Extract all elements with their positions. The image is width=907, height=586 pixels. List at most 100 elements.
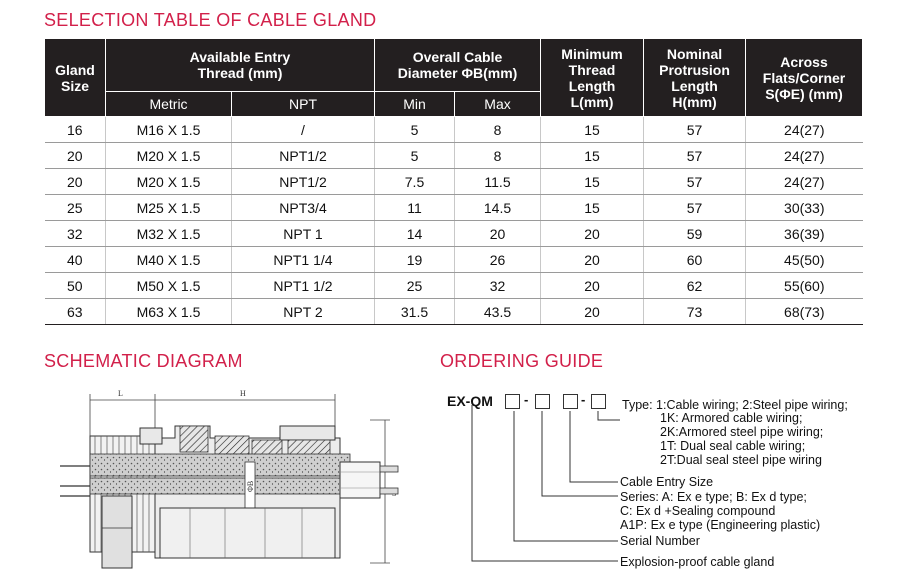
product-code-prefix: EX-QM	[447, 393, 493, 409]
code-separator: -	[581, 392, 586, 407]
cell-npt: /	[231, 116, 375, 143]
cell-metric: M40 X 1.5	[105, 246, 232, 273]
cell-flats: 24(27)	[745, 116, 863, 143]
dimension-b-label: ΦB	[246, 481, 255, 492]
cell-min: 5	[374, 116, 455, 143]
cell-protrusion: 57	[643, 116, 747, 143]
cell-npt: NPT1/2	[231, 168, 375, 195]
cell-size: 16	[44, 116, 106, 143]
cell-npt: NPT3/4	[231, 194, 375, 221]
cell-metric: M20 X 1.5	[105, 142, 232, 169]
header-metric: Metric	[105, 91, 232, 117]
cell-metric: M63 X 1.5	[105, 298, 232, 325]
cell-min: 7.5	[374, 168, 455, 195]
table-row: 20 M20 X 1.5 NPT1/2 5 8 15 57 24(27)	[44, 142, 863, 169]
cell-size: 40	[44, 246, 106, 273]
table-row: 16 M16 X 1.5 / 5 8 15 57 24(27)	[44, 116, 863, 143]
cell-metric: M25 X 1.5	[105, 194, 232, 221]
table-row: 20 M20 X 1.5 NPT1/2 7.5 11.5 15 57 24(27…	[44, 168, 863, 195]
cell-protrusion: 57	[643, 142, 747, 169]
cell-npt: NPT 2	[231, 298, 375, 325]
cell-size: 32	[44, 220, 106, 247]
table-row: 25 M25 X 1.5 NPT3/4 11 14.5 15 57 30(33)	[44, 194, 863, 221]
type-option-line: 1K: Armored cable wiring;	[660, 411, 803, 425]
cell-thread-length: 15	[540, 142, 645, 169]
dimension-h-label: H	[240, 389, 246, 398]
cell-flats: 55(60)	[745, 272, 863, 299]
table-row: 32 M32 X 1.5 NPT 1 14 20 20 59 36(39)	[44, 220, 863, 247]
cell-thread-length: 15	[540, 168, 645, 195]
cell-flats: 24(27)	[745, 142, 863, 169]
type-option-line: 2K:Armored steel pipe wiring;	[660, 425, 824, 439]
table-row: 63 M63 X 1.5 NPT 2 31.5 43.5 20 73 68(73…	[44, 298, 863, 325]
cell-thread-length: 15	[540, 116, 645, 143]
header-max: Max	[453, 91, 542, 117]
header-protrusion: Nominal Protrusion Length H(mm)	[643, 38, 747, 117]
cell-min: 31.5	[374, 298, 455, 325]
header-flats: Across Flats/Corner S(ΦE) (mm)	[745, 38, 864, 117]
cell-metric: M16 X 1.5	[105, 116, 232, 143]
cell-flats: 45(50)	[745, 246, 863, 273]
code-separator: -	[524, 392, 529, 407]
cable-gland-schematic: L H S ΦB	[60, 389, 399, 569]
cell-max: 8	[454, 142, 542, 169]
cell-min: 25	[374, 272, 455, 299]
cable-entry-size-label: Cable Entry Size	[620, 475, 714, 489]
header-thread: Available Entry Thread (mm)	[105, 38, 375, 92]
cell-min: 14	[374, 220, 455, 247]
cell-min: 11	[374, 194, 455, 221]
cell-size: 63	[44, 298, 106, 325]
cell-max: 26	[454, 246, 542, 273]
cell-npt: NPT1 1/4	[231, 246, 375, 273]
code-box-serial	[563, 394, 578, 409]
cell-size: 20	[44, 168, 106, 195]
product-name-label: Explosion-proof cable gland	[620, 555, 775, 569]
cell-thread-length: 15	[540, 194, 645, 221]
cell-thread-length: 20	[540, 298, 645, 325]
serial-number-label: Serial Number	[620, 534, 700, 548]
cell-npt: NPT1/2	[231, 142, 375, 169]
cell-max: 14.5	[454, 194, 542, 221]
type-option-line: Type: 1:Cable wiring; 2:Steel pipe wirin…	[622, 398, 848, 412]
type-option-line: 2T:Dual seal steel pipe wiring	[660, 453, 822, 467]
table-row: 40 M40 X 1.5 NPT1 1/4 19 26 20 60 45(50)	[44, 246, 863, 273]
cell-protrusion: 57	[643, 194, 747, 221]
series-option-line: Series: A: Ex e type; B: Ex d type;	[620, 490, 807, 504]
cell-protrusion: 57	[643, 168, 747, 195]
cell-size: 25	[44, 194, 106, 221]
series-option-line: A1P: Ex e type (Engineering plastic)	[620, 518, 821, 532]
cell-max: 20	[454, 220, 542, 247]
cell-size: 20	[44, 142, 106, 169]
selection-table: Gland Size Available Entry Thread (mm) O…	[44, 38, 864, 325]
cell-metric: M50 X 1.5	[105, 272, 232, 299]
series-option-line: C: Ex d +Sealing compound	[620, 504, 776, 518]
header-diameter: Overall Cable Diameter ΦB(mm)	[373, 38, 542, 92]
cell-max: 32	[454, 272, 542, 299]
cell-protrusion: 62	[643, 272, 747, 299]
header-min: Min	[374, 91, 455, 117]
cell-protrusion: 59	[643, 220, 747, 247]
header-thread-length: Minimum Thread Length L(mm)	[540, 38, 645, 117]
cell-thread-length: 20	[540, 246, 645, 273]
code-box-entry-size	[535, 394, 550, 409]
cell-flats: 36(39)	[745, 220, 863, 247]
cell-thread-length: 20	[540, 220, 645, 247]
cell-metric: M32 X 1.5	[105, 220, 232, 247]
selection-table-title: SELECTION TABLE OF CABLE GLAND	[44, 10, 377, 30]
cell-min: 19	[374, 246, 455, 273]
cell-max: 43.5	[454, 298, 542, 325]
dimension-l-label: L	[118, 389, 123, 398]
type-option-line: 1T: Dual seal cable wiring;	[660, 439, 806, 453]
cell-protrusion: 73	[643, 298, 747, 325]
cell-max: 11.5	[454, 168, 542, 195]
ordering-guide-title: ORDERING GUIDE	[440, 351, 604, 371]
header-npt: NPT	[231, 91, 375, 117]
cell-flats: 30(33)	[745, 194, 863, 221]
schematic-title: SCHEMATIC DIAGRAM	[44, 351, 243, 371]
cell-npt: NPT1 1/2	[231, 272, 375, 299]
table-row: 50 M50 X 1.5 NPT1 1/2 25 32 20 62 55(60)	[44, 272, 863, 299]
cell-thread-length: 20	[540, 272, 645, 299]
cell-protrusion: 60	[643, 246, 747, 273]
cell-npt: NPT 1	[231, 220, 375, 247]
